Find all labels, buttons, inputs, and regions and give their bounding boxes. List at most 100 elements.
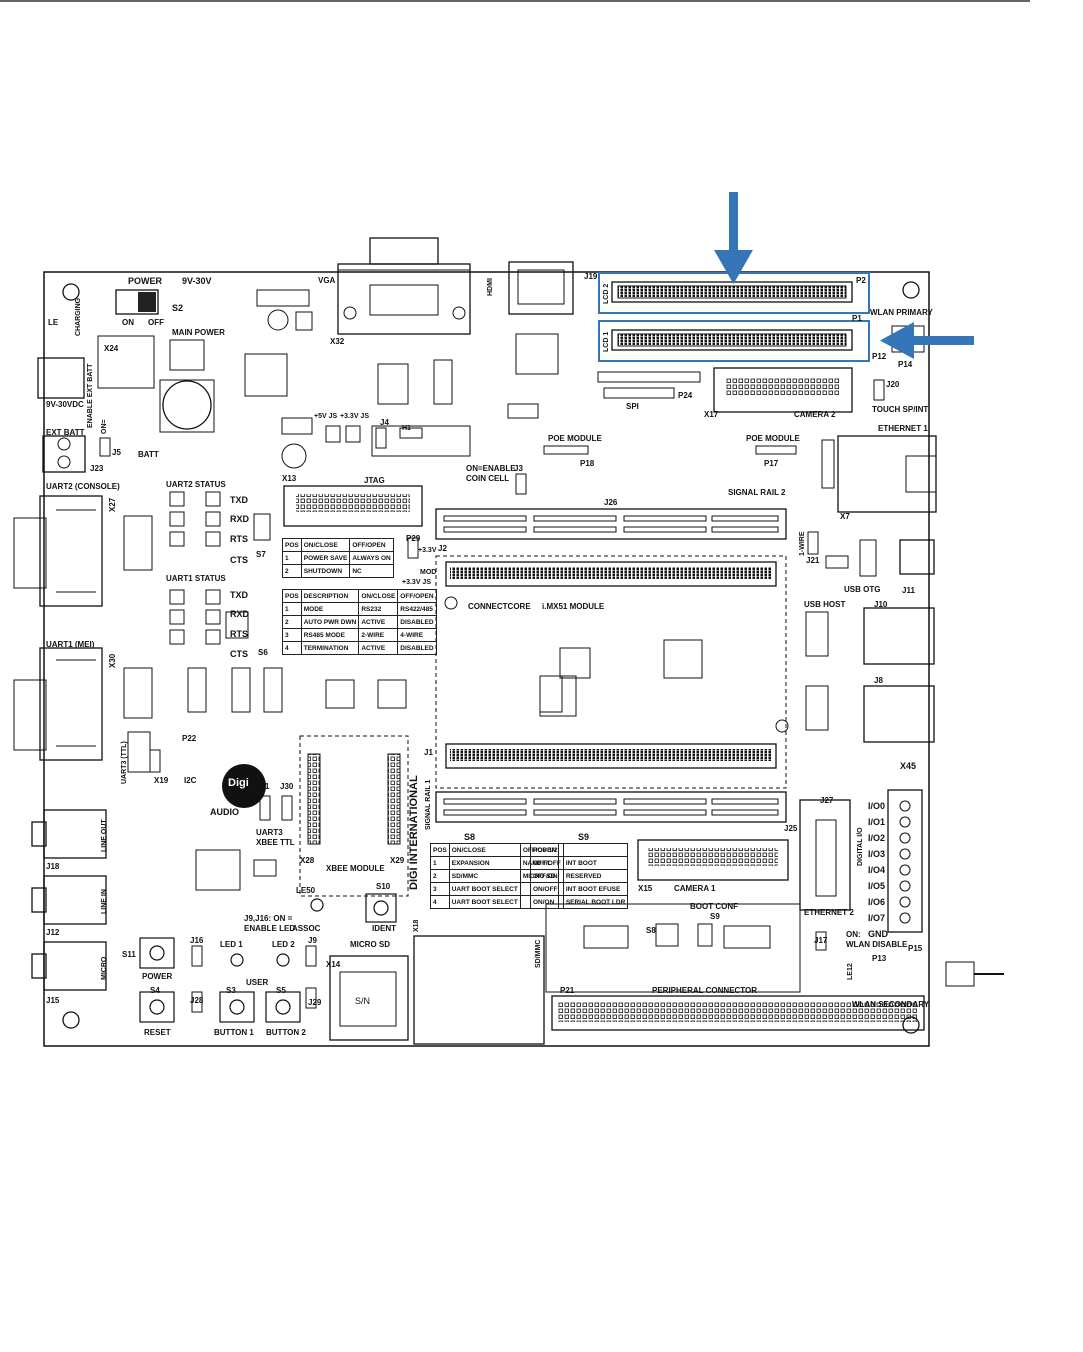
label-s8: S8	[464, 832, 476, 842]
line-out-jack	[43, 809, 107, 859]
usb-otg	[899, 539, 935, 575]
label-gnd: GND	[868, 929, 888, 939]
camera2-header	[713, 367, 853, 413]
label-x27: X27	[108, 497, 117, 512]
label-button2: BUTTON 2	[266, 1028, 306, 1037]
label-camera2: CAMERA 2	[794, 410, 836, 419]
label-s4: S4	[150, 986, 160, 995]
label-le50: LE50	[296, 886, 316, 895]
label-wlan-disable: WLAN DISABLE	[846, 940, 908, 949]
label-j23: J23	[90, 464, 104, 473]
l23-inductor	[162, 380, 212, 430]
label-io7: I/O7	[868, 913, 886, 923]
label-p17: P17	[764, 459, 779, 468]
label-io3: I/O3	[868, 849, 886, 859]
label-poe-left: POE MODULE	[548, 434, 602, 443]
label-j26: J26	[604, 498, 618, 507]
label-le12: LE12	[847, 963, 854, 980]
label-p14: P14	[898, 360, 913, 369]
label-uart2-console: UART2 (CONSOLE)	[46, 482, 120, 491]
label-j9j16-on: J9,J16: ON =	[244, 914, 293, 923]
label-1-wire: 1-WIRE	[799, 531, 806, 557]
label-p13: P13	[872, 954, 887, 963]
label-s9: S9	[578, 832, 590, 842]
label-camera1: CAMERA 1	[674, 884, 716, 893]
label-hdmi: HDMI	[487, 278, 494, 296]
label-usb-otg: USB OTG	[844, 585, 881, 594]
label-usb-host: USB HOST	[804, 600, 846, 609]
label-p22: P22	[182, 734, 197, 743]
label-wlan-primary: WLAN PRIMARY	[870, 308, 933, 317]
label-j1: J1	[424, 748, 433, 757]
label-x7: X7	[840, 512, 850, 521]
label-j30: J30	[280, 782, 294, 791]
ethernet1-jack	[837, 435, 937, 513]
lcd1-connector	[611, 329, 853, 351]
label-poe-right: POE MODULE	[746, 434, 800, 443]
label-s2: S2	[172, 303, 184, 313]
label-ext-batt: EXT BATT	[46, 428, 85, 437]
label-p2: P2	[856, 276, 866, 285]
label-on: ON	[122, 318, 134, 327]
label-j19: J19	[584, 272, 598, 281]
mount-hole-tr	[902, 281, 920, 299]
uart1-db9	[39, 647, 103, 761]
lcd2-connector	[611, 281, 853, 303]
ethernet2-jack	[799, 799, 851, 911]
label-cts-1: CTS	[230, 555, 248, 565]
label-io4: I/O4	[868, 865, 886, 875]
label-rxd-2: RXD	[230, 609, 250, 619]
label-micro: MICRO	[101, 956, 108, 980]
label-j16: J16	[190, 936, 204, 945]
label-x13: X13	[282, 474, 297, 483]
label-wlan-secondary: WLAN SECONDARY	[852, 1000, 930, 1009]
label-power-button: POWER	[142, 972, 173, 981]
sd-mmc-slot	[413, 935, 545, 1045]
label-txd-2: TXD	[230, 590, 248, 600]
label-on-colon: ON:	[846, 930, 861, 939]
label-dc-in: 9V-30VDC	[46, 400, 84, 409]
label-sd-mmc: SD/MMC	[535, 939, 542, 968]
label-jtag: JTAG	[364, 476, 385, 485]
mount-hole-bl	[62, 1011, 80, 1029]
label-lcd2: LCD 2	[603, 283, 610, 304]
label-ethernet2: ETHERNET 2	[804, 908, 854, 917]
line-in-jack	[43, 875, 107, 925]
micro-jack	[43, 941, 107, 991]
label-ethernet1: ETHERNET 1	[878, 424, 928, 433]
label-spi: SPI	[626, 402, 639, 411]
power-switch	[115, 289, 159, 315]
label-x18: X18	[413, 919, 420, 932]
label-enable-led: ENABLE LED	[244, 924, 296, 933]
label-on-enable: ON=ENABLE	[466, 464, 516, 473]
label-j18: J18	[46, 862, 60, 871]
label-p18: P18	[580, 459, 595, 468]
label-x19: X19	[154, 776, 169, 785]
label-j27: J27	[820, 796, 834, 805]
label-on-dash: ON=	[101, 419, 108, 434]
label-j2: J2	[438, 544, 447, 553]
u15	[244, 353, 288, 397]
mount-hole-tl	[62, 283, 80, 301]
label-coin-cell: COIN CELL	[466, 474, 510, 483]
uart2-db9	[39, 495, 103, 607]
label-3v3-js: +3.3V JS	[402, 579, 431, 586]
coin-cell-holder	[371, 425, 471, 457]
label-digi-international: DIGI INTERNATIONAL	[408, 775, 420, 890]
label-p15: P15	[908, 944, 923, 953]
label-off: OFF	[148, 318, 164, 327]
label-led1: LED 1	[220, 940, 243, 949]
board-outline	[43, 271, 930, 1047]
label-power: POWER	[128, 276, 163, 286]
c104	[97, 335, 155, 389]
label-x32: X32	[330, 337, 345, 346]
label-x28: X28	[300, 856, 315, 865]
camera1-header	[637, 839, 789, 881]
label-x45: X45	[900, 761, 917, 771]
jtag-header	[283, 485, 423, 527]
label-cts-2: CTS	[230, 649, 248, 659]
label-x30: X30	[108, 653, 117, 668]
label-line-out: LINE OUT	[101, 819, 108, 852]
label-io1: I/O1	[868, 817, 886, 827]
